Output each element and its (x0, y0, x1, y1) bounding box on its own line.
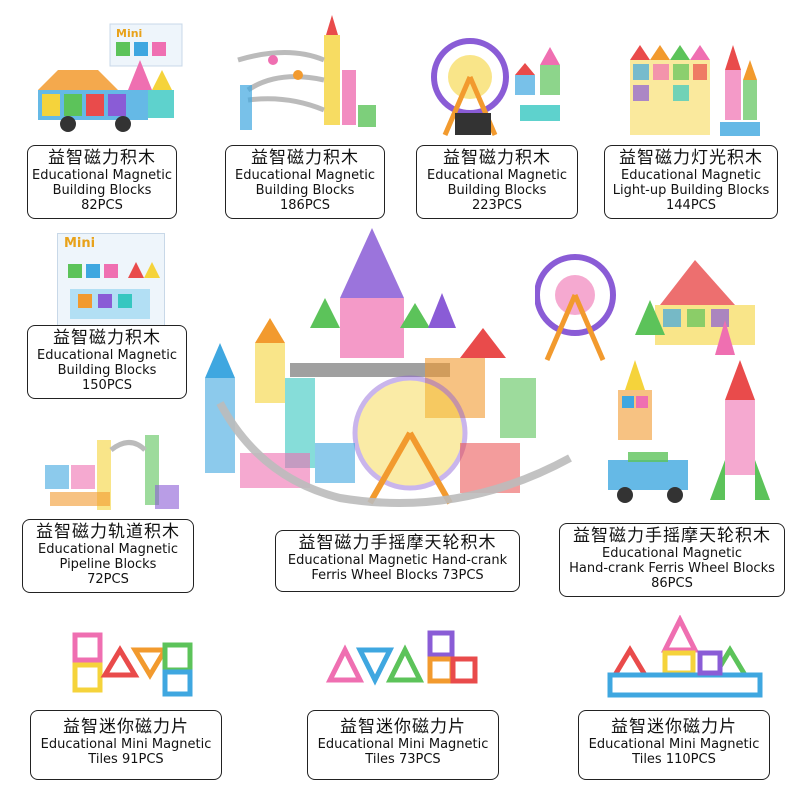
product-name-cn: 益智迷你磁力片 (63, 717, 189, 737)
product-label-4: 益智磁力灯光积木 Educational Magnetic Light-up B… (604, 145, 778, 219)
product-name-en: Light-up Building Blocks (612, 183, 770, 198)
product-name-en: Educational Mini Magnetic (588, 737, 760, 752)
product-name-cn: 益智迷你磁力片 (340, 717, 466, 737)
piece-count: 223PCS (472, 198, 522, 213)
mini-tiles-91-illustration (72, 632, 193, 697)
product-label-9: 益智迷你磁力片 Educational Mini Magnetic Tiles … (30, 710, 222, 780)
product-label-6: 益智磁力轨道积木 Educational Magnetic Pipeline B… (22, 519, 194, 593)
product-name-en: Tiles 73PCS (365, 752, 441, 767)
mini-tiles-110-illustration (607, 615, 763, 698)
product-name-en: Educational Magnetic (602, 546, 742, 561)
product-label-5: 益智磁力积木 Educational Magnetic Building Blo… (27, 325, 187, 399)
product-name-cn: 益智磁力手摇摩天轮积木 (573, 526, 771, 546)
big-castle-set-illustration (205, 228, 572, 507)
product-label-7: 益智磁力手摇摩天轮积木 Educational Magnetic Hand-cr… (275, 530, 520, 592)
product-label-10: 益智迷你磁力片 Educational Mini Magnetic Tiles … (307, 710, 499, 780)
piece-count: 72PCS (87, 572, 129, 587)
product-name-cn: 益智磁力轨道积木 (36, 522, 180, 542)
product-name-en: Tiles 91PCS (88, 752, 164, 767)
product-name-en: Building Blocks (52, 183, 152, 198)
light-up-castle-illustration (630, 45, 760, 136)
product-label-8: 益智磁力手摇摩天轮积木 Educational Magnetic Hand-cr… (559, 523, 785, 597)
product-label-11: 益智迷你磁力片 Educational Mini Magnetic Tiles … (578, 710, 770, 780)
product-name-en: Educational Magnetic (37, 348, 177, 363)
product-label-2: 益智磁力积木 Educational Magnetic Building Blo… (225, 145, 385, 219)
pipeline-illustration (45, 435, 179, 510)
product-name-en: Educational Magnetic (427, 168, 567, 183)
product-name-en: Educational Mini Magnetic (40, 737, 212, 752)
product-name-en: Educational Magnetic (621, 168, 761, 183)
product-name-en: Pipeline Blocks (59, 557, 157, 572)
product-label-1: 益智磁力积木 Educational Magnetic Building Blo… (27, 145, 177, 219)
product-name-en: Educational Magnetic (32, 168, 172, 183)
product-name-en: Educational Magnetic (235, 168, 375, 183)
car-set-illustration: Mini (38, 23, 183, 132)
product-name-en: Building Blocks (447, 183, 547, 198)
product-name-en: Building Blocks (255, 183, 355, 198)
ferris-wheel-set-illustration (431, 38, 560, 136)
piece-count: 144PCS (666, 198, 716, 213)
mini-tiles-73-illustration (325, 630, 478, 686)
product-name-en: Ferris Wheel Blocks 73PCS (311, 568, 484, 583)
mini-box-brand: Mini (116, 27, 142, 40)
product-name-cn: 益智磁力积木 (53, 328, 161, 348)
product-name-cn: 益智磁力手摇摩天轮积木 (298, 533, 497, 553)
product-name-cn: 益智磁力积木 (251, 148, 359, 168)
product-name-en: Educational Magnetic (38, 542, 178, 557)
product-name-en: Educational Magnetic Hand-crank (287, 553, 508, 568)
mini-box-art: Mini (57, 233, 165, 330)
piece-count: 186PCS (280, 198, 330, 213)
product-name-en: Tiles 110PCS (632, 752, 716, 767)
small-castle-car-rocket-illustration (608, 360, 770, 503)
product-name-en: Building Blocks (57, 363, 157, 378)
product-label-3: 益智磁力积木 Educational Magnetic Building Blo… (416, 145, 578, 219)
piece-count: 86PCS (651, 576, 693, 591)
product-name-cn: 益智迷你磁力片 (611, 717, 737, 737)
ferris-castle-illustration (535, 254, 755, 361)
box-art-tiles (68, 262, 160, 319)
product-name-en: Hand-crank Ferris Wheel Blocks (569, 561, 775, 576)
product-name-cn: 益智磁力积木 (48, 148, 156, 168)
product-name-cn: 益智磁力灯光积木 (619, 148, 763, 168)
product-name-en: Educational Mini Magnetic (317, 737, 489, 752)
mini-box-brand-label: Mini (64, 236, 96, 251)
piece-count: 150PCS (82, 378, 132, 393)
piece-count: 82PCS (81, 198, 123, 213)
product-name-cn: 益智磁力积木 (443, 148, 551, 168)
marble-run-illustration (237, 15, 376, 130)
